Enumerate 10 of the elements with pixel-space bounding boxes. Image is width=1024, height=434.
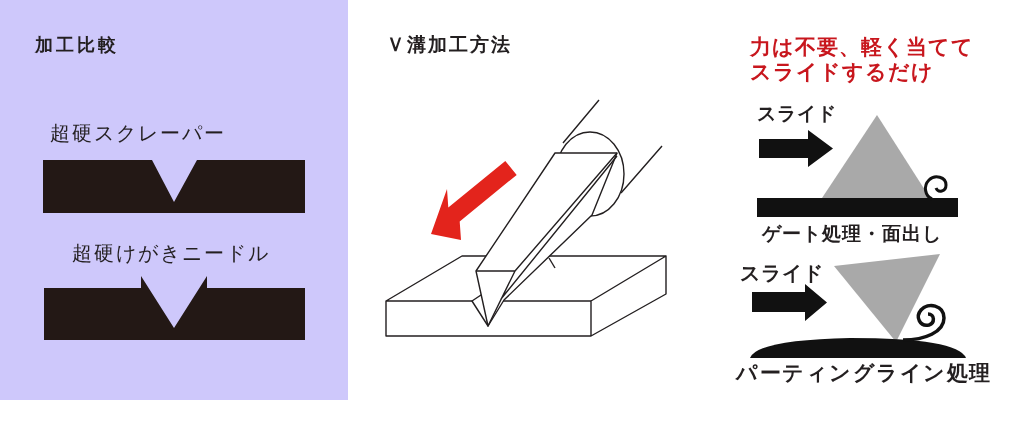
label: スライド: [740, 261, 824, 285]
heading: Ｖ溝加工方法: [386, 33, 512, 56]
heading: 加工比較: [35, 34, 119, 56]
label: スライド: [757, 102, 837, 125]
label: 超硬スクレーパー: [50, 121, 226, 145]
caption: ゲート処理・面出し: [762, 222, 942, 245]
label: 超硬けがきニードル: [72, 241, 270, 265]
caption: パーティングライン処理: [736, 361, 992, 387]
panel: [0, 0, 348, 400]
note: 力は不要、軽く当ててスライドするだけ: [750, 35, 975, 85]
